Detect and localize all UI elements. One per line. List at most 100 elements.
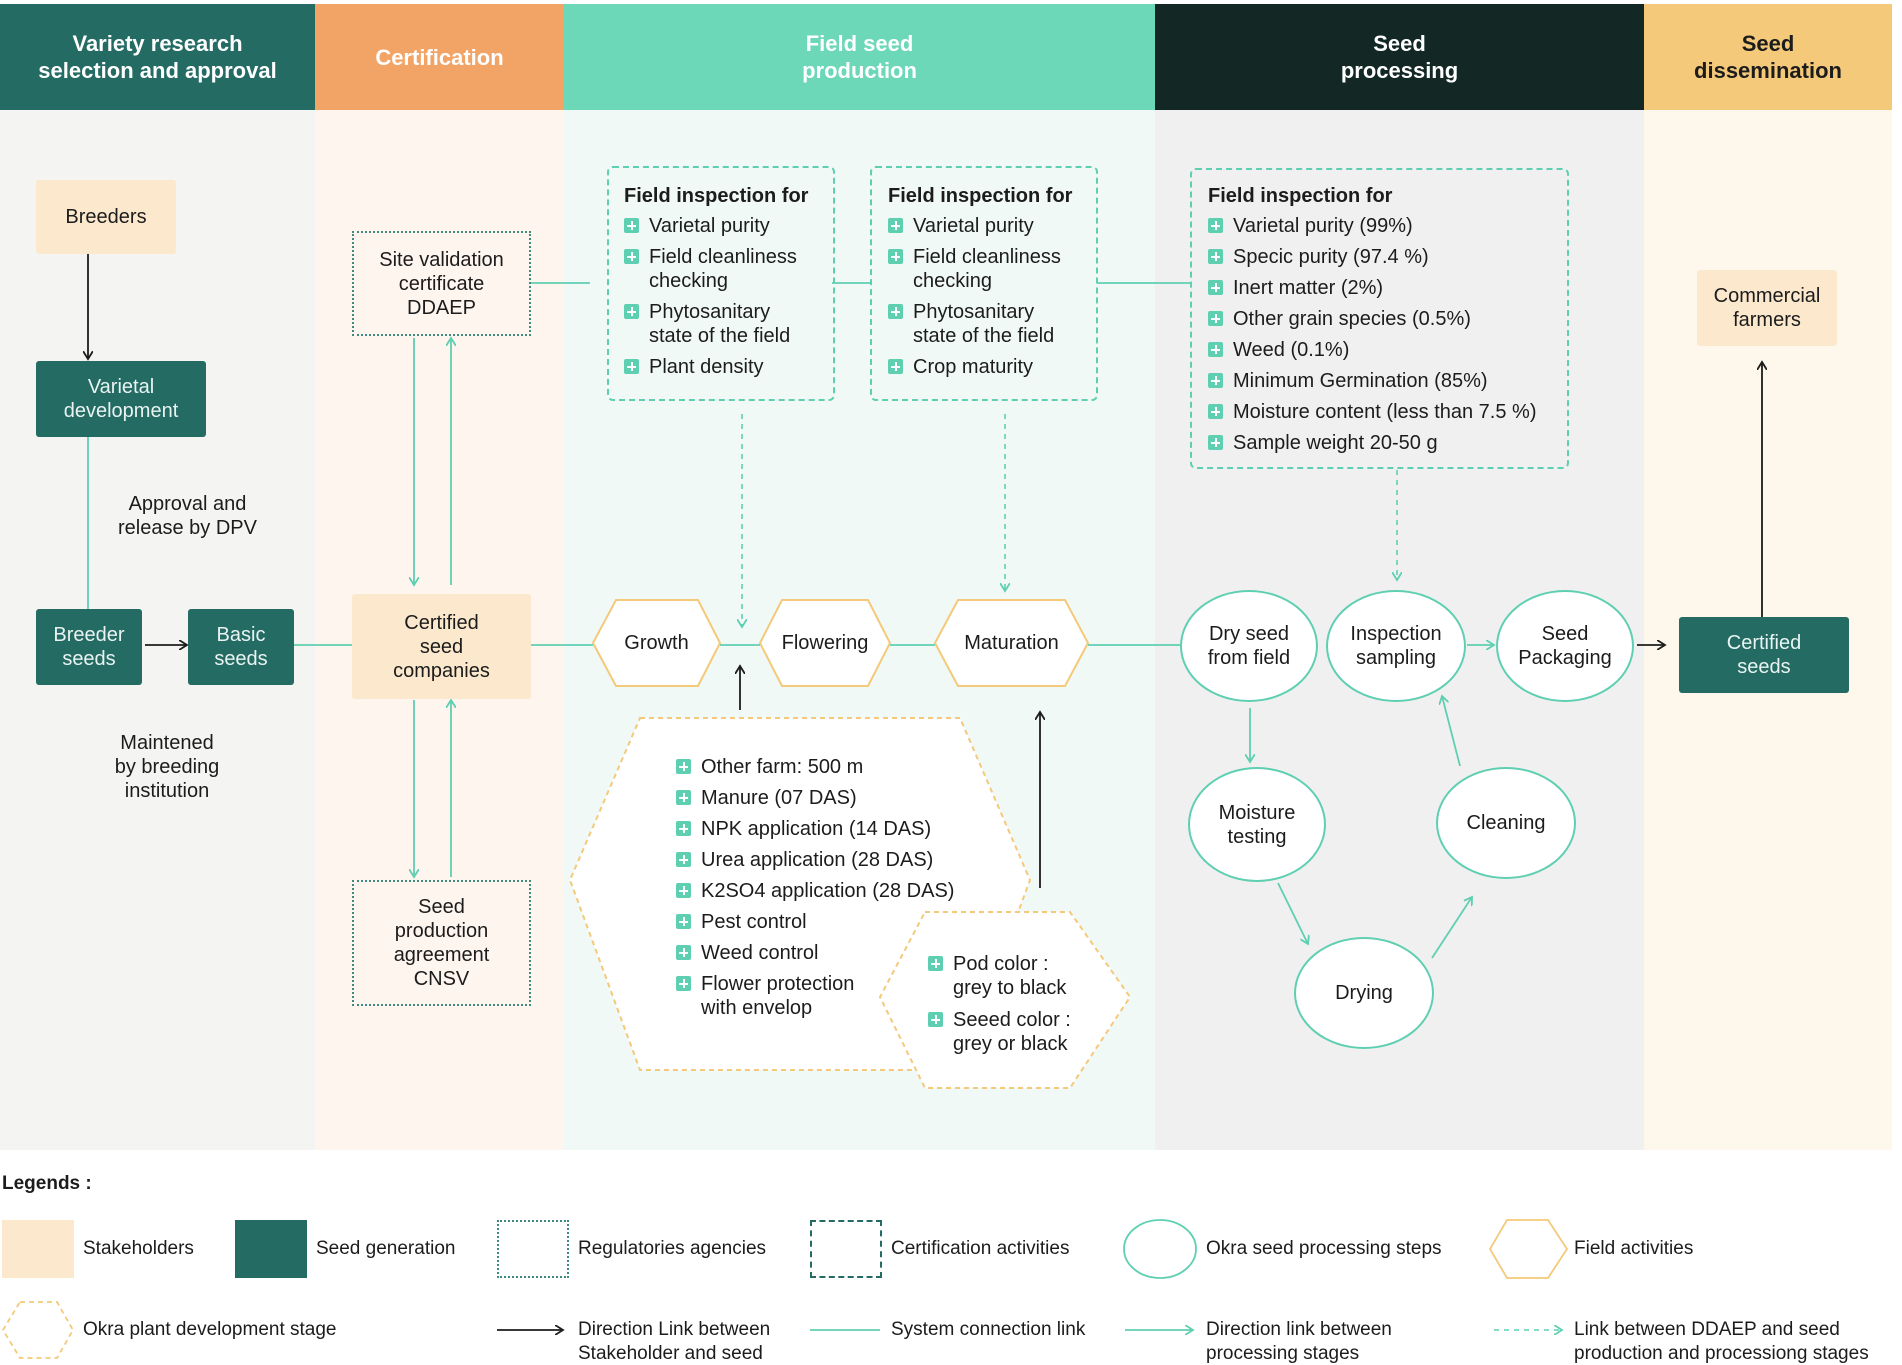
plus-icon	[676, 976, 691, 991]
maturity-activity: Seeed color : grey or black	[953, 1009, 1071, 1055]
legend-field-activities: Field activities	[1574, 1238, 1694, 1259]
plus-icon	[1208, 311, 1223, 326]
legend-direction-stakeholder: Direction Link between Stakeholder and s…	[578, 1319, 771, 1364]
plus-icon	[928, 956, 943, 971]
inspection-sampling-step: Inspection sampling	[1326, 590, 1466, 702]
commercial-farmers-box: Commercial farmers	[1697, 270, 1837, 346]
field-inspection-list-1: Field inspection for Varietal purity Fie…	[624, 184, 829, 386]
plus-icon	[676, 914, 691, 929]
legend-stakeholder-swatch	[2, 1220, 74, 1278]
seed-production-agreement-box: Seed production agreement CNSV	[352, 880, 531, 1006]
cleaning-step: Cleaning	[1436, 767, 1576, 879]
legend-system-link: System connection link	[891, 1319, 1086, 1340]
field-activities-list: Other farm: 500 m Manure (07 DAS) NPK ap…	[676, 755, 966, 1027]
legend-seed-generation: Seed generation	[316, 1238, 456, 1259]
legend-regulatory-swatch	[497, 1220, 569, 1278]
plus-icon	[1208, 404, 1223, 419]
field-activity: K2SO4 application (28 DAS)	[701, 880, 955, 902]
plus-icon	[676, 759, 691, 774]
plus-icon	[624, 218, 639, 233]
drying-step: Drying	[1294, 937, 1434, 1049]
field-activity: Manure (07 DAS)	[701, 787, 857, 809]
inspection-1-item: Field cleanliness checking	[649, 246, 797, 292]
legend-regulatory: Regulatories agencies	[578, 1238, 767, 1259]
maintained-label: Maintened by breeding institution	[114, 732, 220, 802]
growth-hexagon	[591, 599, 722, 687]
field-inspection-list-2: Field inspection for Varietal purity Fie…	[888, 184, 1093, 386]
field-inspection-box-3	[1190, 168, 1569, 469]
plus-icon	[1208, 280, 1223, 295]
inspection-3-item: Sample weight 20-50 g	[1233, 432, 1438, 454]
inspection-3-item: Weed (0.1%)	[1233, 339, 1350, 361]
legend-certification-activities: Certification activities	[891, 1238, 1070, 1259]
legend-processing-ellipse	[1123, 1219, 1197, 1279]
plus-icon	[624, 249, 639, 264]
legend-seedgen-swatch	[235, 1220, 307, 1278]
plus-icon	[888, 218, 903, 233]
plus-icon	[676, 852, 691, 867]
certified-seeds-box: Certified seeds	[1679, 617, 1849, 693]
plus-icon	[624, 304, 639, 319]
inspection-2-item: Crop maturity	[913, 356, 1034, 378]
plus-icon	[1208, 435, 1223, 450]
varietal-development-box: Varietal development	[36, 361, 206, 437]
plus-icon	[1208, 249, 1223, 264]
maturity-activity: Pod color : grey to black	[953, 953, 1067, 999]
certified-seed-companies-box: Certified seed companies	[352, 594, 531, 699]
field-inspection-box-2	[870, 166, 1098, 401]
plus-icon	[928, 1012, 943, 1027]
header-dissemination: Seed dissemination	[1644, 4, 1892, 110]
plus-icon	[1208, 373, 1223, 388]
flowering-hexagon	[758, 599, 892, 687]
inspection-2-item: Phytosanitary state of the field	[913, 301, 1055, 347]
inspection-3-item: Inert matter (2%)	[1233, 277, 1384, 299]
dry-seed-step: Dry seed from field	[1180, 590, 1318, 702]
legend-certification-swatch	[810, 1220, 882, 1278]
header-certification: Certification	[315, 4, 564, 110]
header-field: Field seed production	[564, 4, 1155, 110]
legend-title: Legends :	[2, 1173, 92, 1194]
plus-icon	[888, 249, 903, 264]
inspection-3-item: Varietal purity (99%)	[1233, 215, 1413, 237]
breeders-box: Breeders	[36, 180, 176, 254]
field-activity: Flower protection with envelop	[701, 973, 855, 1019]
field-activity: Urea application (28 DAS)	[701, 849, 934, 871]
legend-stakeholders: Stakeholders	[83, 1238, 194, 1259]
plus-icon	[676, 883, 691, 898]
inspection-2-item: Field cleanliness checking	[913, 246, 1061, 292]
legend-field-hexagon	[1488, 1219, 1569, 1279]
maturation-stage: Maturation	[964, 631, 1059, 654]
legend-ddaep-link: Link between DDAEP and seed production a…	[1574, 1319, 1869, 1364]
plus-icon	[676, 945, 691, 960]
breeder-seeds-box: Breeder seeds	[36, 609, 142, 685]
basic-seeds-box: Basic seeds	[188, 609, 294, 685]
seed-packaging-step: Seed Packaging	[1496, 590, 1634, 702]
moisture-testing-step: Moisture testing	[1188, 767, 1326, 882]
header-processing: Seed processing	[1155, 4, 1644, 110]
flowering-stage: Flowering	[781, 631, 869, 654]
inspection-1-item: Phytosanitary state of the field	[649, 301, 791, 347]
plus-icon	[888, 359, 903, 374]
legend-plant-hexagon	[1, 1301, 75, 1359]
approval-label: Approval and release by DPV	[118, 493, 257, 539]
legend-plant-stage: Okra plant development stage	[83, 1319, 337, 1340]
header-variety: Variety research selection and approval	[0, 4, 315, 110]
plus-icon	[624, 359, 639, 374]
inspection-3-item: Minimum Germination (85%)	[1233, 370, 1488, 392]
inspection-2-item: Varietal purity	[913, 215, 1034, 237]
legend-direction-processing: Direction link between processing stages	[1206, 1319, 1392, 1364]
plus-icon	[888, 304, 903, 319]
plus-icon	[676, 790, 691, 805]
plus-icon	[1208, 342, 1223, 357]
inspection-3-item: Specic purity (97.4 %)	[1233, 246, 1429, 268]
inspection-1-item: Varietal purity	[649, 215, 770, 237]
plus-icon	[1208, 218, 1223, 233]
inspection-3-item: Moisture content (less than 7.5 %)	[1233, 401, 1537, 423]
field-activity: Weed control	[701, 942, 819, 964]
field-inspection-list-3: Field inspection for Varietal purity (99…	[1208, 184, 1563, 462]
field-activity: Other farm: 500 m	[701, 756, 864, 778]
inspection-1-item: Plant density	[649, 356, 764, 378]
field-inspection-box-1	[607, 166, 835, 401]
field-activity: NPK application (14 DAS)	[701, 818, 932, 840]
